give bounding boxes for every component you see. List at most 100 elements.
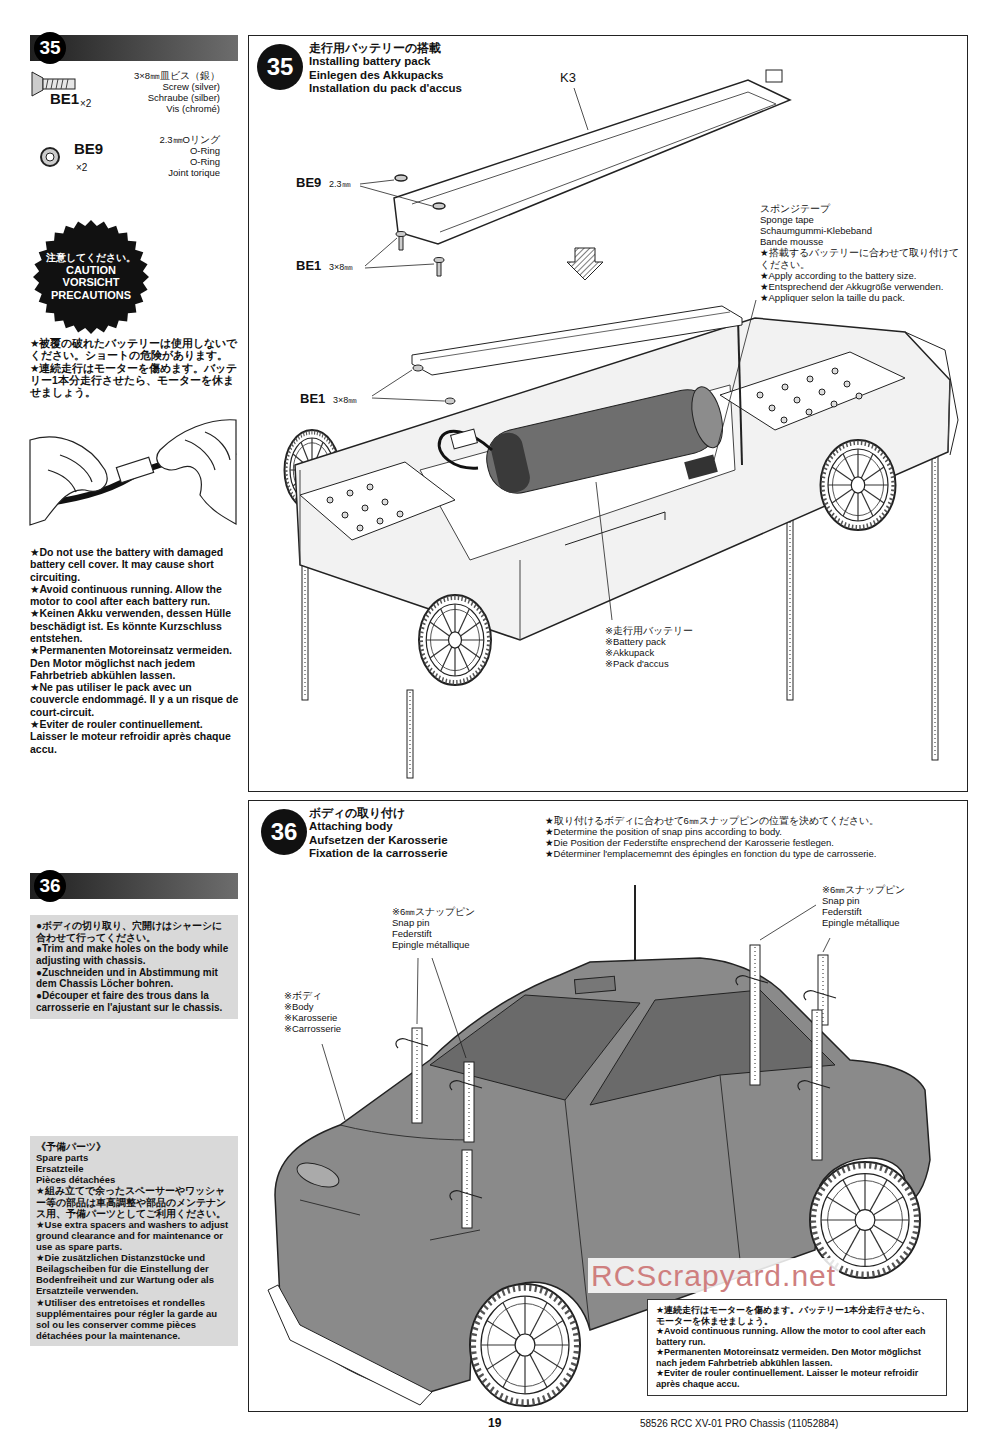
text-group: ※6㎜スナップピンSnap pinFederstiftEpingle métal… (392, 906, 522, 950)
note-text: PRECAUTIONS (51, 289, 131, 302)
page-number: 19 (488, 1416, 501, 1430)
caution-text: ★Keinen Akku verwenden, dessen Hülle bes… (30, 607, 240, 644)
caution-text: ★連続走行はモーターを傷めます。バッテリー1本分走行させたら、モーターを休ませま… (30, 362, 240, 399)
callout-note: ★搭載するバッテリーに合わせて取り付けてください。 (760, 247, 960, 269)
callout-label: ※走行用バッテリー (605, 625, 725, 636)
part-description: 3×8㎜皿ビス（銀） (116, 70, 220, 81)
callout-label: Bande mousse (760, 236, 960, 247)
note-text: Spare parts (36, 1152, 232, 1163)
step-number-text: 35 (34, 32, 66, 64)
note-text: 《予備パーツ》 (36, 1141, 232, 1152)
part-code: BE1 (300, 391, 325, 406)
callout-label: Schaumgummi-Klebeband (760, 225, 960, 236)
callout-note: ★Determine the position of snap pins acc… (545, 826, 960, 837)
caution-text: ★被覆の破れたバッテリーは使用しないでください。ショートの危険があります。 (30, 337, 240, 362)
hands-illustration (30, 420, 236, 525)
text-group: ★Do not use the battery with damaged bat… (30, 546, 240, 755)
note-text: ★Eviter de rouler continuellement. Laiss… (656, 1368, 938, 1389)
callout-label: Federstift (392, 928, 522, 939)
callout-label: ※Karosserie (284, 1012, 379, 1023)
dimension: 3×8㎜ (333, 395, 357, 406)
part-description: 2.3㎜Oリング (116, 134, 220, 145)
callout-label: ※Akkupack (605, 647, 725, 658)
chassis-illustration (285, 70, 959, 778)
caution-text: ★Permanenten Motoreinsatz vermeiden. Den… (30, 644, 240, 681)
note-text: ★Die zusätzlichen Distanzstücke und Beil… (36, 1252, 232, 1296)
part-code: BE1 (296, 258, 321, 273)
step-heading: Einlegen des Akkupacks (309, 69, 967, 82)
text-group: スポンジテープSponge tapeSchaumgummi-KlebebandB… (760, 203, 960, 303)
caution-text: ★Do not use the battery with damaged bat… (30, 546, 240, 583)
warning-box: ★連続走行はモーターを傷めます。バッテリー1本分走行させたら、モーターを休ませま… (647, 1299, 947, 1396)
spare-parts-box: 《予備パーツ》Spare partsErsatzteilePièces déta… (30, 1136, 238, 1346)
quantity: ×2 (76, 162, 87, 174)
part-description: Joint torique (116, 167, 220, 178)
text-group: ※走行用バッテリー※Battery pack※Akkupack※Pack d'a… (605, 625, 725, 669)
step-number-text: 36 (34, 870, 66, 902)
note-text: 注意してください。 (46, 252, 136, 264)
caution-text: ★Avoid continuous running. Allow the mot… (30, 583, 240, 608)
step-number-text: 35 (267, 53, 294, 81)
callout-label: スポンジテープ (760, 203, 960, 214)
step-number: 35 (257, 44, 303, 90)
callout-note: ★取り付けるボディに合わせて6㎜スナップピンの位置を決めてください。 (545, 815, 960, 826)
callout-note: ★Appliquer selon la taille du pack. (760, 292, 960, 303)
step-heading: Installation du pack d'accus (309, 82, 967, 95)
part-code: BE1 (50, 90, 79, 108)
part-code: BE9 (74, 140, 103, 158)
text-group: ★取り付けるボディに合わせて6㎜スナップピンの位置を決めてください。★Deter… (545, 815, 960, 859)
callout-label: ※Carrosserie (284, 1023, 379, 1034)
part-description: O-Ring (116, 145, 220, 156)
part-description: Vis (chromé) (116, 103, 220, 114)
badge-outline (33, 220, 149, 334)
dimension: 2.3㎜ (329, 179, 351, 190)
caution-badge: 注意してください。CAUTIONVORSICHTPRECAUTIONS (33, 220, 149, 334)
step-panel: 走行用バッテリーの搭載Installing battery packEinleg… (248, 35, 968, 792)
caution-text: ★Ne pas utiliser le pack avec un couverc… (30, 681, 240, 718)
oring-icon (41, 148, 59, 166)
callout-label: ※Pack d'accus (605, 658, 725, 669)
leader-lines (322, 905, 830, 1120)
note-text: Ersatzteile (36, 1163, 232, 1174)
step-bar: 35 (30, 35, 238, 61)
model-code: 58526 RCC XV-01 PRO Chassis (11052884) (640, 1418, 838, 1430)
watermark: RCScrapyard.net (588, 1258, 839, 1293)
text-group: ※ボディ※Body※Karosserie※Carrosserie (284, 990, 379, 1034)
step-bar: 36 (30, 873, 238, 899)
callout-note: ★Die Position der Federstifte ensprechen… (545, 837, 960, 848)
quantity: ×2 (80, 98, 91, 110)
callout-label: ※6㎜スナップピン (392, 906, 522, 917)
text-group: ※6㎜スナップピンSnap pinFederstiftEpingle métal… (822, 884, 952, 928)
leader-lines (360, 88, 756, 620)
note-text: Pièces détachées (36, 1174, 232, 1185)
note-text: ★Permanenten Motoreinsatz vermeiden. Den… (656, 1347, 938, 1368)
note-text: VORSICHT (63, 276, 120, 289)
callout-label: Epingle métallique (822, 917, 952, 928)
callout-note: ★Apply according to the battery size. (760, 270, 960, 281)
callout-label: Federstift (822, 906, 952, 917)
note-text: ●ボディの切り取り、穴開けはシャーシに合わせて行ってください。 (36, 920, 232, 943)
note-text: ★Avoid continuous running. Allow the mot… (656, 1326, 938, 1347)
text-group: ★被覆の破れたバッテリーは使用しないでください。ショートの危険があります。★連続… (30, 337, 240, 398)
part-description: Schraube (silber) (116, 92, 220, 103)
callout-label: Snap pin (822, 895, 952, 906)
step-heading: 走行用バッテリーの搭載 (309, 42, 967, 55)
note-text: ★Use extra spacers and washers to adjust… (36, 1219, 232, 1252)
note-text: ★連続走行はモーターを傷めます。バッテリー1本分走行させたら、モーターを休ませま… (656, 1305, 938, 1326)
part-code: K3 (560, 70, 576, 85)
text-group: 2.3㎜OリングO-RingO-RingJoint torique (116, 134, 220, 178)
callout-note: ★Entsprechend der Akkugröße verwenden. (760, 281, 960, 292)
dimension: 3×8㎜ (329, 262, 353, 273)
callout-label: ※6㎜スナップピン (822, 884, 952, 895)
caution-text: ★Eviter de rouler continuellement. Laiss… (30, 718, 240, 755)
callout-label: ※Body (284, 1001, 379, 1012)
step-number-text: 36 (271, 818, 298, 846)
callout-label: Snap pin (392, 917, 522, 928)
note-text: ★組み立てで余ったスペーサーやワッシャー等の部品は車高調整や部品のメンテナンス用… (36, 1185, 232, 1218)
step-heading: Installing battery pack (309, 55, 967, 68)
callout-label: Epingle métallique (392, 939, 522, 950)
callout-label: Sponge tape (760, 214, 960, 225)
part-description: Screw (silver) (116, 81, 220, 92)
